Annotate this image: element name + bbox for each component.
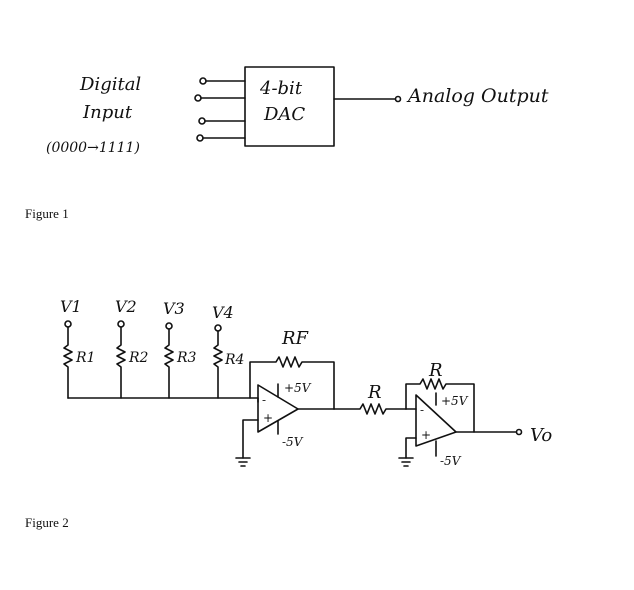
input-terminal — [64, 320, 72, 328]
opamp-1-plus-supply: +5V — [284, 381, 312, 395]
opamp-1-minus-supply: -5V — [282, 435, 304, 449]
feedback-resistor-label: RF — [281, 328, 310, 349]
input-voltage-label: V2 — [115, 297, 137, 316]
opamp-2-inverting-sign: - — [420, 403, 424, 417]
figure-2-caption: Figure 2 — [25, 515, 69, 530]
inverter-feedback-resistor — [405, 378, 475, 433]
resistor-label: R2 — [128, 350, 149, 366]
digital-input-label-line1: Digital — [79, 74, 141, 95]
series-resistor-label: R — [367, 382, 382, 403]
resistor-symbol — [213, 330, 223, 399]
input-branch-1: V1 R1 — [60, 297, 95, 399]
resistor-label: R1 — [75, 350, 95, 366]
dac-input-terminals — [194, 77, 246, 142]
resistor-symbol — [63, 326, 73, 399]
input-voltage-label: V4 — [212, 303, 234, 322]
resistor-label: R4 — [224, 352, 244, 368]
opamp-1-inverting-sign: - — [262, 393, 266, 407]
input-branch-4: V4 R4 — [212, 303, 244, 399]
opamp-2-noninverting-sign: + — [421, 428, 431, 442]
opamp-1: - + +5V -5V — [235, 381, 335, 467]
opamp-1-ground-wire — [242, 419, 259, 459]
opamp-2-plus-supply: +5V — [441, 394, 469, 408]
opamp-2: - + +5V -5V R Vo — [398, 360, 552, 468]
input-voltage-label: V1 — [60, 297, 82, 316]
resistor-label: R3 — [176, 350, 197, 366]
input-voltage-label: V3 — [163, 299, 185, 318]
input-terminal — [117, 320, 125, 328]
ground-icon — [398, 457, 414, 467]
dac-block — [244, 66, 335, 147]
input-branch-2: V2 R2 — [115, 297, 149, 399]
output-terminal — [515, 428, 523, 436]
inverter-feedback-resistor-label: R — [428, 360, 443, 381]
resistor-symbol — [164, 328, 174, 399]
figure-2: V1 R1 V2 R2 V3 R3 V4 R4 — [25, 297, 552, 530]
series-resistor-r: R — [333, 382, 407, 415]
dac-block-line2: DAC — [263, 104, 305, 125]
input-range-label: (0000→1111) — [46, 140, 140, 156]
feedback-resistor-rf: RF — [249, 328, 335, 410]
dac-block-line1: 4-bit — [259, 78, 303, 99]
input-branch-3: V3 R3 — [163, 299, 197, 399]
input-terminal — [165, 322, 173, 330]
figure-1-caption: Figure 1 — [25, 206, 69, 221]
figure-1: Digital Input (0000→1111) 4-bit DAC Anal… — [25, 66, 549, 221]
input-terminal — [214, 324, 222, 332]
opamp-2-ground-wire — [405, 437, 417, 459]
opamp-2-triangle — [415, 394, 457, 447]
ground-icon — [235, 457, 251, 467]
opamp-2-minus-supply: -5V — [440, 454, 462, 468]
digital-input-label-line2: Input — [82, 102, 133, 123]
analog-output-label: Analog Output — [406, 85, 549, 107]
output-voltage-label: Vo — [530, 425, 552, 446]
dac-output-terminal — [394, 95, 402, 103]
opamp-1-noninverting-sign: + — [263, 411, 273, 425]
resistor-symbol — [116, 326, 126, 399]
